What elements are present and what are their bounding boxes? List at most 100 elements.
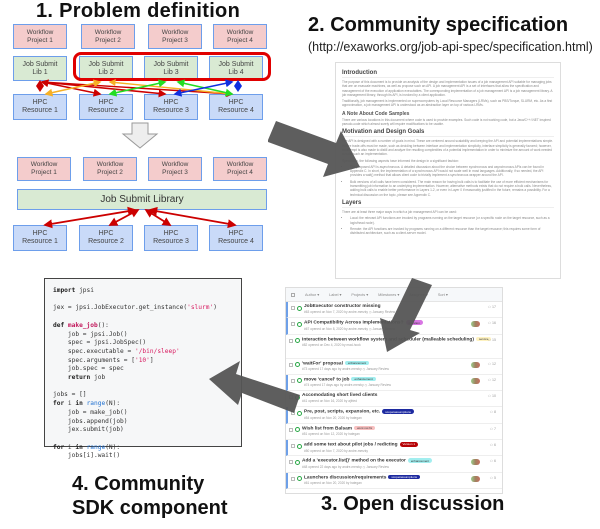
issue-title-line[interactable]: Pre, post, scripts, expansion, etc.scope… [304, 409, 498, 416]
code-token: spec.arguments = [ [53, 356, 135, 364]
issue-title-line[interactable]: JobExecutor constructor missing [304, 304, 498, 310]
code-token: ) [213, 304, 217, 312]
comment-count[interactable]: ⬭ 15 [488, 338, 496, 342]
issue-title[interactable]: Add a 'executor.list()' method on the ex… [302, 458, 406, 464]
transition-down-arrow [121, 122, 159, 149]
issue-row[interactable]: JobExecutor constructor missing#63 opene… [286, 302, 502, 319]
issue-checkbox[interactable] [291, 476, 295, 481]
issue-label[interactable]: enhancement [351, 376, 376, 382]
issue-label[interactable]: enhancement [407, 458, 433, 463]
issue-label[interactable]: wont not fix [354, 425, 376, 431]
issue-checkbox[interactable] [291, 444, 295, 449]
comment-count[interactable]: ⬭ 8 [490, 410, 496, 414]
issue-title-line[interactable]: add some text about pilot jobs / redicti… [304, 442, 498, 449]
issue-checkbox[interactable] [289, 460, 293, 465]
issue-label[interactable]: scope/assumptions [388, 474, 421, 480]
issue-label[interactable]: Version 1 [399, 442, 419, 447]
code-token: for [53, 400, 65, 408]
issue-title[interactable]: Wish list from Balsam [302, 426, 353, 432]
comment-count[interactable]: ⬭ 5 [490, 476, 496, 480]
issue-checkbox[interactable] [289, 427, 293, 432]
issue-title[interactable]: 'waitFor' proposal [302, 361, 343, 367]
issue-checkbox[interactable] [291, 322, 295, 327]
code-line: job = jpsi.Job() [53, 330, 128, 338]
filter-milestones[interactable]: Milestones ▾ [378, 293, 400, 297]
issue-row[interactable]: Interaction between workflow system and … [286, 335, 502, 359]
github-issues-list: Author ▾ Label ▾ Projects ▾ Milestones ▾… [285, 287, 503, 494]
issue-checkbox[interactable] [289, 338, 293, 343]
filter-sort[interactable]: Sort ▾ [437, 293, 448, 297]
assignee-avatar[interactable] [471, 377, 480, 384]
issue-title-line[interactable]: Add a 'executor.list()' method on the ex… [302, 458, 498, 465]
comment-count[interactable]: ⬭ 16 [488, 321, 496, 325]
filter-assignee[interactable]: Assignee ▾ [409, 293, 428, 297]
issue-title[interactable]: Launchers discussion/requirements [304, 475, 387, 481]
issue-checkbox[interactable] [291, 411, 295, 416]
filter-author[interactable]: Author ▾ [305, 293, 320, 297]
assignee-avatar[interactable] [471, 459, 480, 466]
issue-title[interactable]: API Compatibility Across Implementations… [304, 320, 404, 326]
issue-row[interactable]: add some text about pilot jobs / redicti… [286, 440, 502, 457]
issue-meta: #73 opened 17 days ago by andre-merzky ◷… [302, 367, 389, 372]
issue-title[interactable]: move 'cancel' to job [304, 377, 350, 383]
filter-projects[interactable]: Projects ▾ [351, 293, 369, 297]
issue-label[interactable]: service [475, 336, 492, 342]
assignee-avatar[interactable] [471, 321, 480, 328]
select-all-checkbox[interactable] [291, 292, 295, 297]
issue-title[interactable]: Accomodating short lived clients [302, 393, 378, 399]
assignee-avatar[interactable] [471, 475, 480, 482]
code-token: '/bin/sleep' [134, 347, 180, 355]
assignee-avatar[interactable] [471, 361, 480, 368]
comment-count-value: 17 [492, 305, 496, 309]
spec-list-item: Remote: the API functions are invoked by… [350, 227, 554, 236]
comment-count[interactable]: ⬭ 12 [488, 378, 496, 382]
comment-count[interactable]: ⬭ 6 [490, 443, 496, 447]
issue-checkbox[interactable] [291, 378, 295, 383]
spec-url-link[interactable]: (http://exaworks.org/job-api-spec/specif… [308, 40, 593, 54]
issue-title[interactable]: add some text about pilot jobs / redicti… [304, 442, 398, 448]
issue-label[interactable]: enhancement [344, 360, 370, 366]
comment-count[interactable]: ⬭ 12 [488, 362, 496, 366]
issue-checkbox[interactable] [289, 362, 293, 367]
issue-title[interactable]: JobExecutor constructor missing [304, 304, 381, 309]
comment-count[interactable]: ⬭ 7 [490, 427, 496, 431]
open-issue-icon [297, 443, 302, 449]
comment-count[interactable]: ⬭ 17 [488, 305, 496, 309]
issue-row[interactable]: Pre, post, scripts, expansion, etc.scope… [286, 407, 502, 424]
issue-checkbox[interactable] [289, 395, 293, 400]
comment-count-value: 5 [494, 475, 496, 480]
issue-row[interactable]: API Compatibility Across Implementations… [286, 318, 502, 335]
issues-filter-bar: Author ▾ Label ▾ Projects ▾ Milestones ▾… [286, 288, 502, 302]
issue-row[interactable]: Accomodating short lived clients#41 open… [286, 391, 502, 408]
issue-title[interactable]: Interaction between workflow system and … [302, 337, 474, 343]
code-token: in [75, 400, 83, 408]
code-token: range [86, 400, 106, 408]
issue-label[interactable]: question [405, 320, 423, 325]
filter-label[interactable]: Label ▾ [329, 293, 342, 297]
comment-count[interactable]: ⬭ 10 [488, 394, 496, 398]
issue-title-line[interactable]: Accomodating short lived clients [302, 393, 498, 399]
job-submit-library-box: Job Submit Library [17, 189, 267, 210]
connection-arrow-red [41, 81, 167, 98]
issue-title[interactable]: Pre, post, scripts, expansion, etc. [304, 410, 381, 416]
issue-rows: JobExecutor constructor missing#63 opene… [286, 302, 502, 489]
issue-checkbox[interactable] [291, 306, 295, 310]
issue-label[interactable]: scope/assumptions [382, 409, 414, 415]
issue-row[interactable]: Add a 'executor.list()' method on the ex… [286, 456, 502, 473]
code-line: jex.submit(job) [53, 426, 124, 434]
comment-count[interactable]: ⬭ 6 [490, 459, 496, 463]
